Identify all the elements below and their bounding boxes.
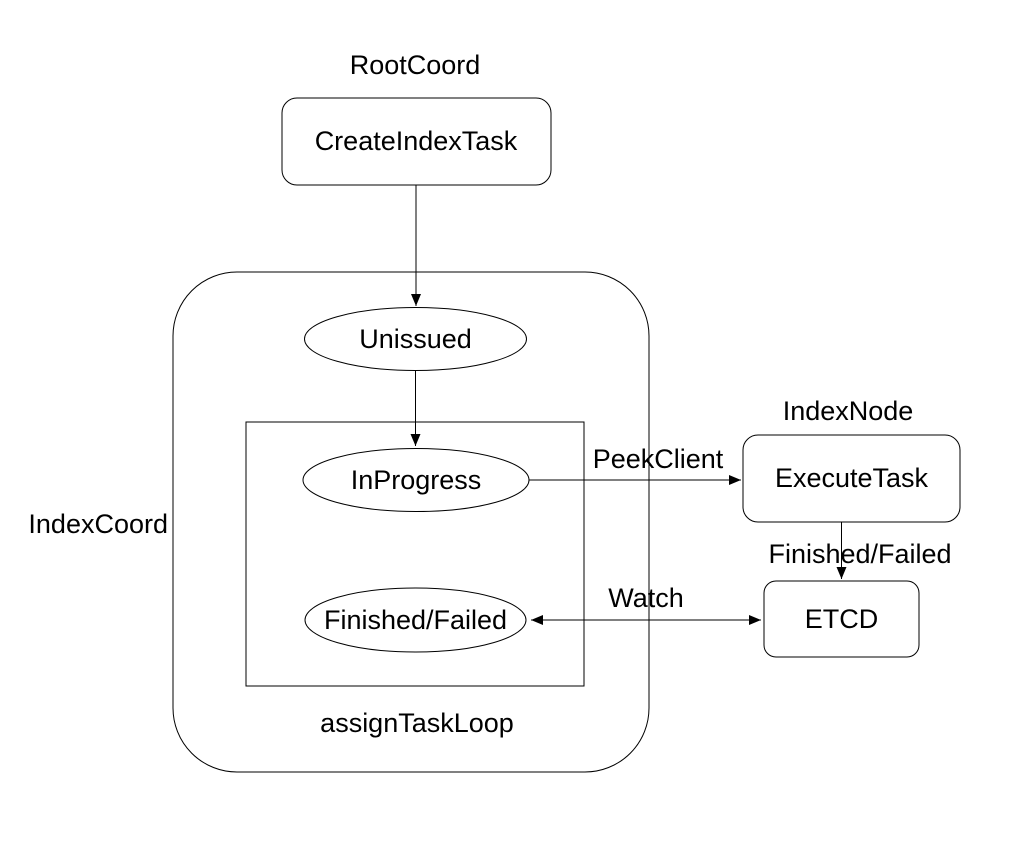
finished-failed-node-label: Finished/Failed [324, 605, 507, 635]
index-node-group-label: IndexNode [783, 396, 914, 426]
finished-failed-node [304, 587, 527, 653]
index-coord-container [172, 271, 650, 773]
index-coord-group-label: IndexCoord [28, 509, 168, 539]
in-progress-label: InProgress [351, 465, 482, 495]
unissued-label: Unissued [359, 324, 472, 354]
create-index-task-label: CreateIndexTask [315, 126, 518, 156]
watch-edge-label: Watch [608, 583, 684, 613]
assign-task-loop-label: assignTaskLoop [320, 708, 514, 738]
peek-client-edge-label: PeekClient [593, 444, 724, 474]
etcd-label: ETCD [805, 604, 879, 634]
unissued-node [304, 307, 527, 371]
etcd-node [763, 580, 920, 658]
finished-failed-edge-label: Finished/Failed [768, 539, 951, 569]
execute-task-label: ExecuteTask [775, 463, 929, 493]
create-index-task-node [281, 97, 552, 186]
root-coord-group-label: RootCoord [350, 50, 481, 80]
in-progress-node [302, 448, 530, 512]
execute-task-node [742, 434, 961, 523]
